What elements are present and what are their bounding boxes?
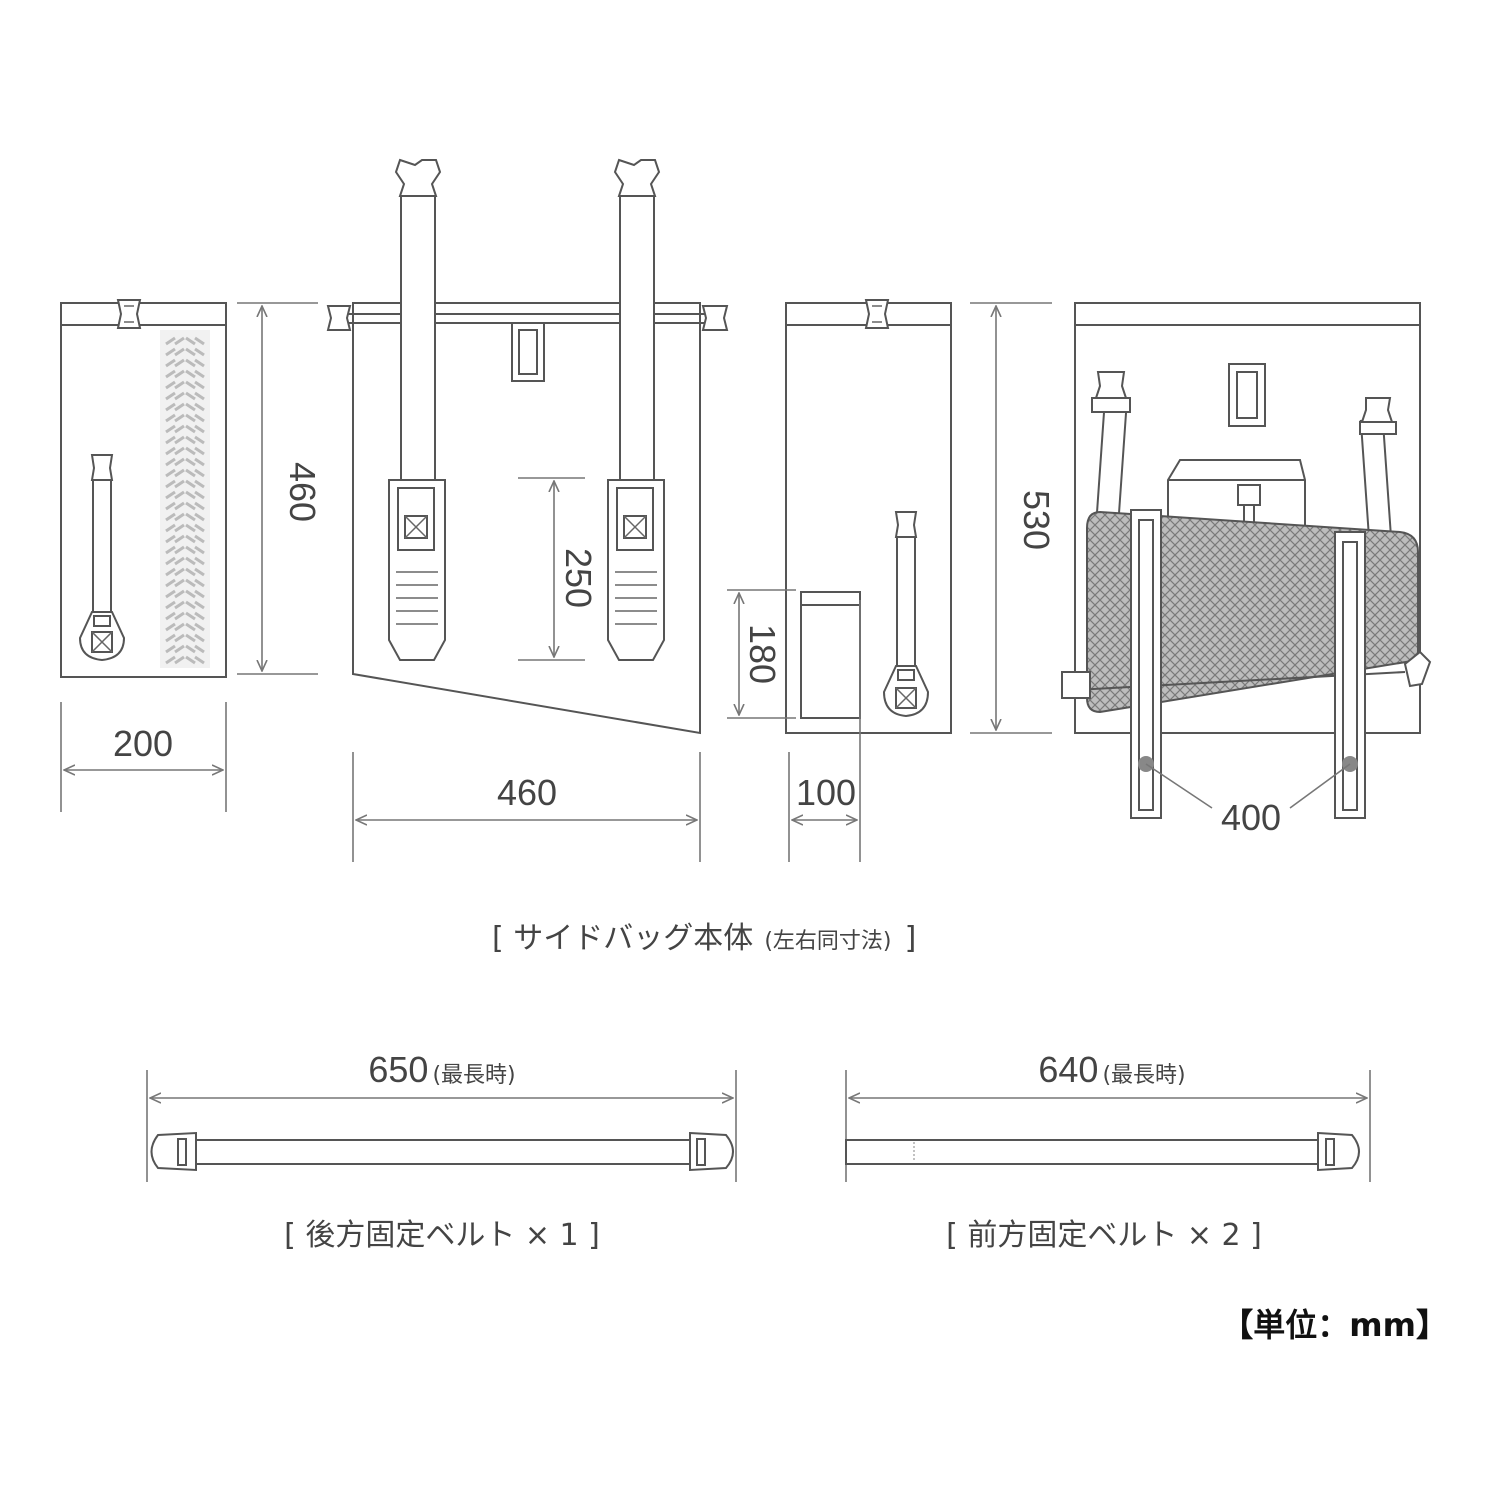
back-height-label: 530 [1016,490,1057,550]
pocket-height-label: 180 [742,624,783,684]
rear-belt-drawing [150,1131,734,1172]
rear-belt-length: 650(最長時) [368,1049,515,1090]
strap-length-label: 250 [558,548,599,608]
top-buckle-icon [116,299,142,329]
strap-right [607,158,665,661]
inner-side-view [785,299,952,734]
front-width-label: 460 [497,772,557,813]
side-bag-caption: [ サイドバッグ本体 (左右同寸法) ] [492,921,916,956]
handle-loop-icon [511,322,545,382]
back-view: 400 [1061,302,1432,838]
strap-left [388,158,446,661]
belt-spacing-label: 400 [1221,797,1281,838]
back-handle-loop-icon [1228,363,1266,427]
back-strap-right [1359,397,1397,542]
side-height-label: 460 [282,462,323,522]
side-view [60,299,227,678]
front-belt-length: 640(最長時) [1038,1049,1185,1090]
dimension-side-width: 200 [60,702,227,812]
dimension-inner-width: 100 [788,600,861,862]
inner-width-label: 100 [796,772,856,813]
unit-label: 【単位：mm】 [1221,1306,1448,1344]
left-buckle-icon [326,305,352,331]
back-belt-right [1334,531,1366,819]
back-strap-left [1091,371,1131,532]
rear-belt-caption: [ 後方固定ベルト × 1 ] [284,1218,600,1253]
back-belt-left [1130,509,1162,819]
front-belt-drawing [845,1131,1360,1172]
dimension-strap-length: 250 [518,477,599,661]
top-buckle-icon-2 [864,299,890,329]
dimension-belt-spacing: 400 [1145,763,1351,838]
back-mesh-panel [1061,510,1432,714]
side-strap-icon [78,454,126,662]
side-width-label: 200 [113,723,173,764]
dimension-back-height: 530 [970,302,1057,734]
dimension-side-height: 460 [237,302,323,675]
front-belt-group: 640(最長時) [ 前方固定ベルト × 2 ] [845,1049,1371,1253]
mesh-pocket [800,591,861,719]
dimension-pocket-height: 180 [727,589,796,719]
dimension-front-width: 460 [352,752,701,862]
reflector-chevron-strip [160,330,210,668]
rear-belt-group: 650(最長時) [ 後方固定ベルト × 1 ] [146,1049,737,1253]
front-belt-caption: [ 前方固定ベルト × 2 ] [946,1218,1262,1253]
right-buckle-icon [701,305,729,331]
inner-strap-icon [882,511,930,718]
front-view: 250 [326,158,729,735]
